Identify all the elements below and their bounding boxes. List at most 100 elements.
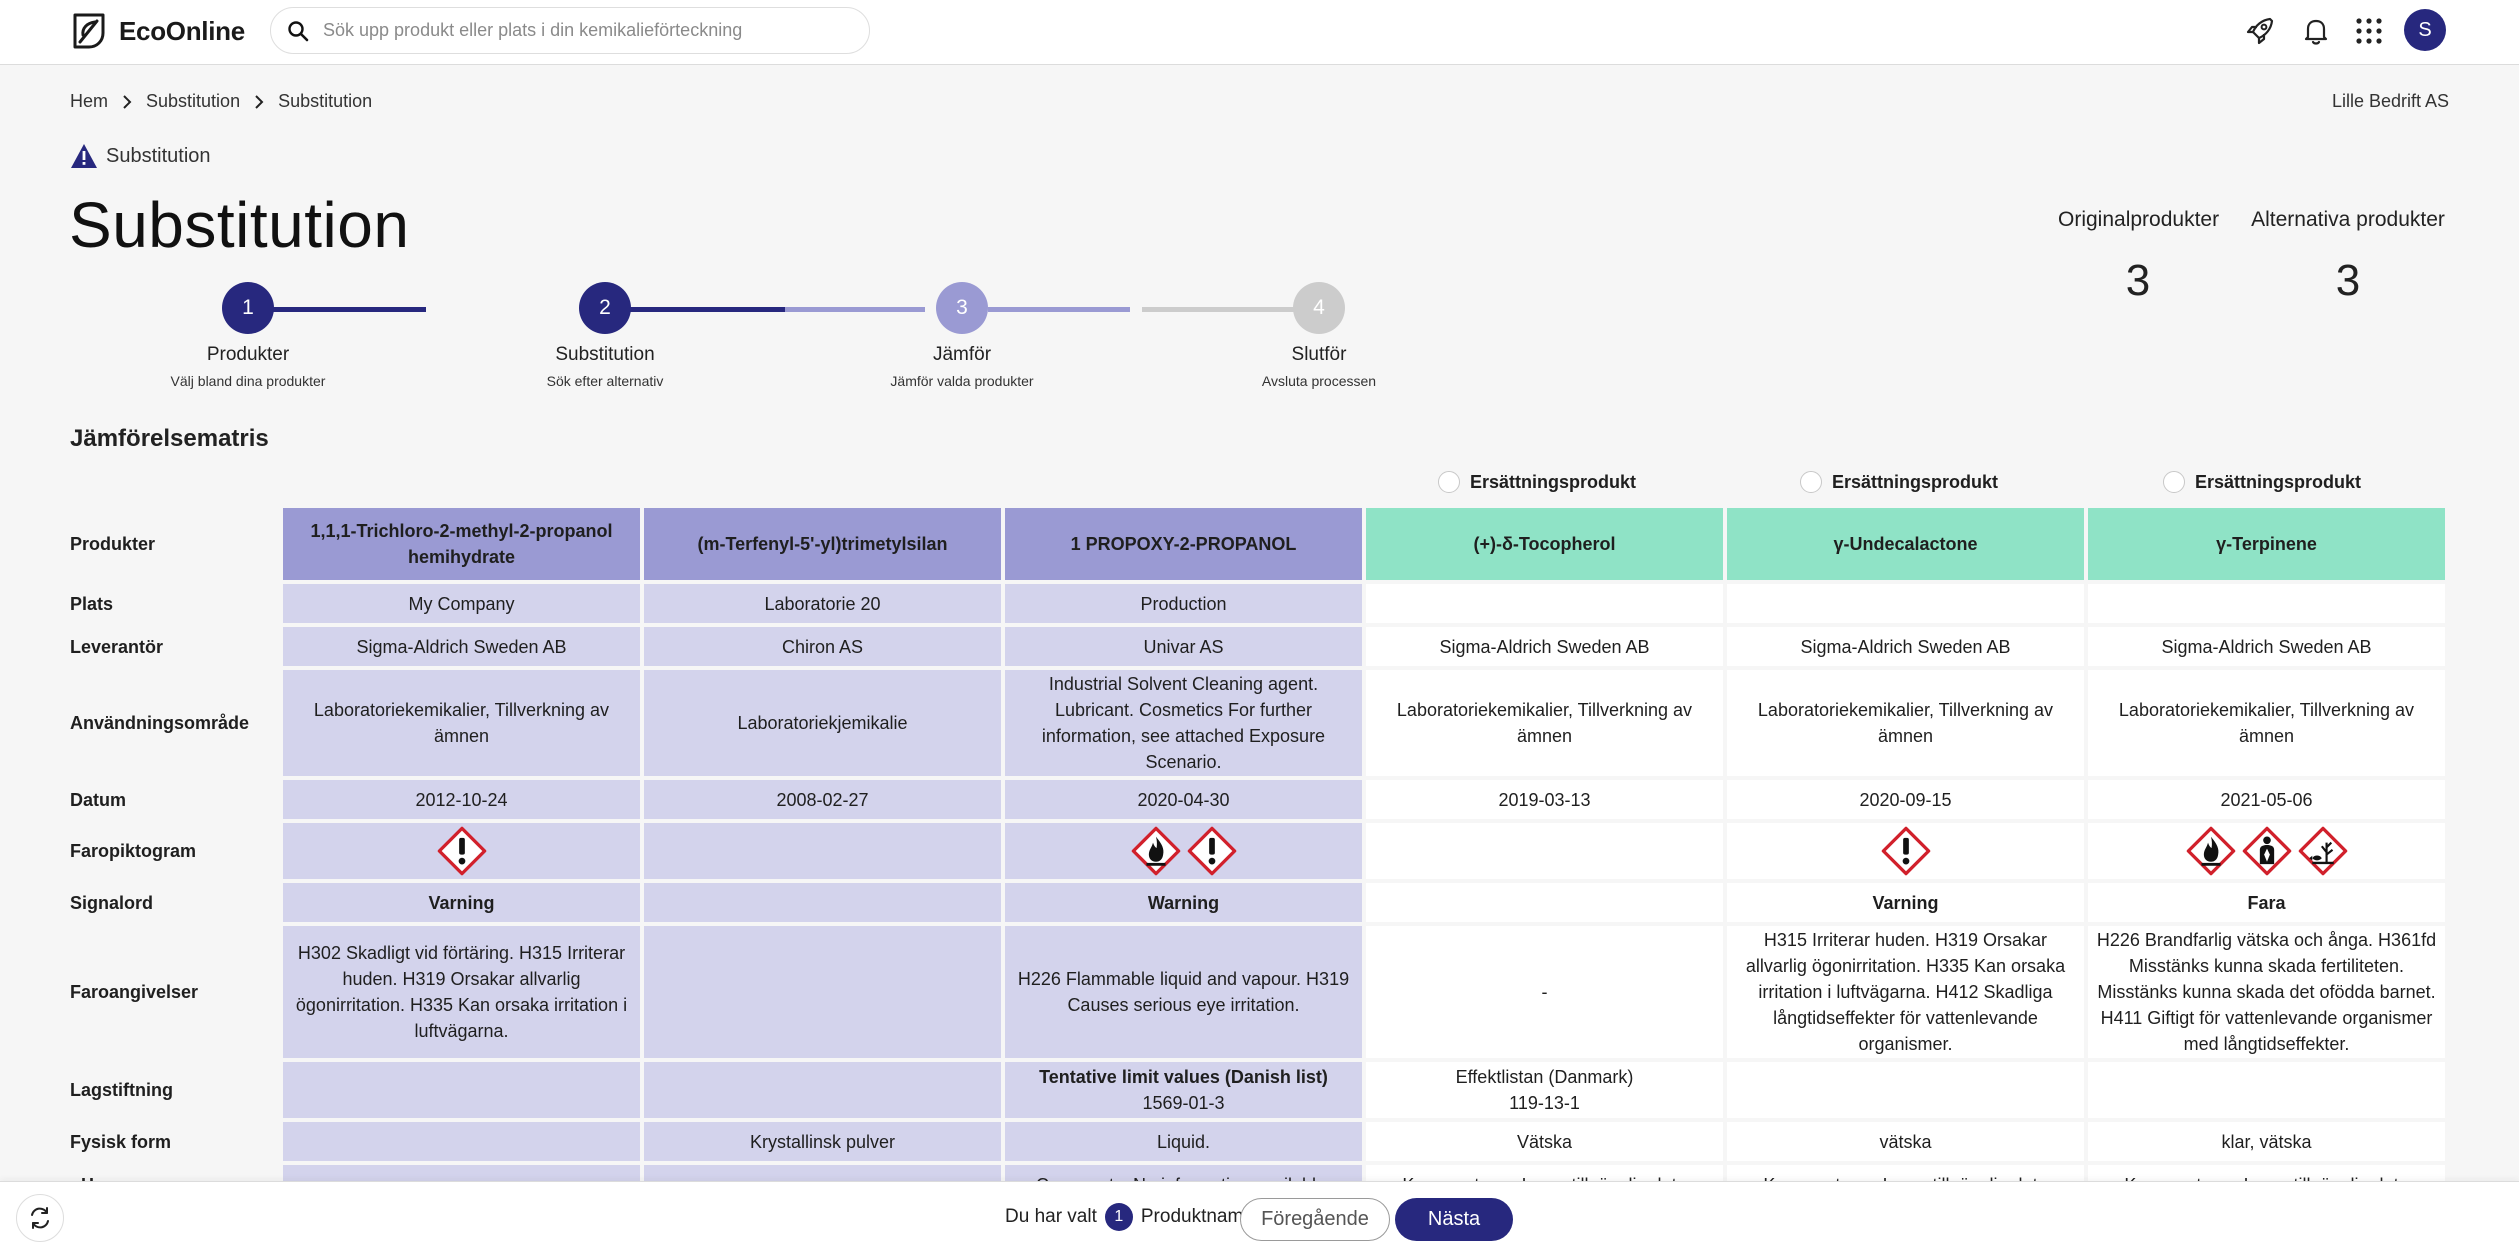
legislation-cell: Effektlistan (Danmark)119-13-1 <box>1366 1062 1723 1118</box>
product-header-cell[interactable]: γ-Terpinene <box>2088 508 2445 580</box>
row-usage: Användningsområde Laboratoriekemikalier,… <box>70 670 2445 776</box>
row-label: Leverantör <box>70 636 164 657</box>
selection-suffix: Produktnamn <box>1140 1206 1254 1227</box>
supplier-cell: Sigma-Aldrich Sweden AB <box>1727 627 2084 666</box>
hazard-statements-cell: H226 Flammable liquid and vapour. H319 C… <box>1005 926 1362 1058</box>
location-cell <box>1366 584 1723 623</box>
row-products: Produkter 1,1,1-Trichloro-2-methyl-2-pro… <box>70 508 2445 580</box>
step-number: 3 <box>936 282 988 334</box>
step-products[interactable]: 1 Produkter Välj bland dina produkter <box>128 282 368 389</box>
breadcrumb-home[interactable]: Hem <box>70 91 109 111</box>
product-header-cell[interactable]: γ-Undecalactone <box>1727 508 2084 580</box>
radio-button[interactable] <box>1438 471 1460 493</box>
supplier-cell: Sigma-Aldrich Sweden AB <box>2088 627 2445 666</box>
supplier-cell: Chiron AS <box>644 627 1001 666</box>
app-logo[interactable]: EcoOnline <box>69 11 245 51</box>
radio-label: Ersättningsprodukt <box>2195 471 2362 492</box>
row-label: Plats <box>70 593 114 614</box>
pictogram-cell <box>283 823 640 879</box>
row-label: Datum <box>70 789 127 810</box>
usage-cell: Laboratoriekemikalier, Tillverkning av ä… <box>283 670 640 776</box>
rocket-icon[interactable] <box>2243 14 2277 48</box>
selection-count-badge: 1 <box>1104 1203 1133 1231</box>
supplier-cell: Sigma-Aldrich Sweden AB <box>283 627 640 666</box>
replacement-radio-1[interactable]: Ersättningsprodukt <box>1438 471 1636 493</box>
progress-stepper: 1 Produkter Välj bland dina produkter 2 … <box>0 282 1500 392</box>
user-avatar[interactable]: S <box>2404 9 2446 51</box>
supplier-cell: Univar AS <box>1005 627 1362 666</box>
environment-pictogram-icon <box>2298 826 2347 876</box>
location-cell <box>1727 584 2084 623</box>
flame-pictogram-icon <box>1131 826 1180 876</box>
product-header-cell[interactable]: 1,1,1-Trichloro-2-methyl-2-propanol hemi… <box>283 508 640 580</box>
hazard-statements-cell: H226 Brandfarlig vätska och ånga. H361fd… <box>2088 926 2445 1058</box>
step-substitution[interactable]: 2 Substitution Sök efter alternativ <box>485 282 725 389</box>
app-name: EcoOnline <box>119 15 245 46</box>
step-compare[interactable]: 3 Jämför Jämför valda produkter <box>842 282 1082 389</box>
physical-form-cell: Vätska <box>1366 1122 1723 1161</box>
exclamation-pictogram-icon <box>1187 826 1236 876</box>
hazard-statements-cell: - <box>1366 926 1723 1058</box>
date-cell: 2020-04-30 <box>1005 780 1362 819</box>
date-cell: 2019-03-13 <box>1366 780 1723 819</box>
row-label: Produkter <box>70 534 156 554</box>
radio-button[interactable] <box>2163 471 2185 493</box>
alternative-products-count: Alternativa produkter 3 <box>2248 208 2448 306</box>
step-connector <box>988 307 1130 312</box>
pictogram-cell <box>1005 823 1362 879</box>
date-cell: 2021-05-06 <box>2088 780 2445 819</box>
step-description: Sök efter alternativ <box>546 373 664 389</box>
row-physical-form: Fysisk form Krystallinsk pulver Liquid. … <box>70 1122 2445 1161</box>
step-label: Slutför <box>1291 344 1347 365</box>
previous-button[interactable]: Föregående <box>1240 1198 1390 1241</box>
row-location: Plats My Company Laboratorie 20 Producti… <box>70 584 2445 623</box>
legislation-title: Effektlistan (Danmark) <box>1455 1067 1634 1087</box>
step-finish[interactable]: 4 Slutför Avsluta processen <box>1199 282 1439 389</box>
product-header-cell[interactable]: (+)-δ-Tocopherol <box>1366 508 1723 580</box>
product-header-cell[interactable]: 1 PROPOXY-2-PROPANOL <box>1005 508 1362 580</box>
step-connector <box>785 307 925 312</box>
apps-grid-icon[interactable] <box>2352 14 2386 48</box>
step-connector <box>248 307 426 312</box>
refresh-icon <box>31 1207 49 1229</box>
step-label: Substitution <box>555 344 655 365</box>
step-connector <box>630 307 785 312</box>
usage-cell: Laboratoriekemikalier, Tillverkning av ä… <box>2088 670 2445 776</box>
bell-icon[interactable] <box>2299 14 2333 48</box>
search-input[interactable] <box>323 20 863 41</box>
signal-word-cell: Fara <box>2088 883 2445 922</box>
legislation-cell <box>1727 1062 2084 1118</box>
date-cell: 2012-10-24 <box>283 780 640 819</box>
replacement-radio-2[interactable]: Ersättningsprodukt <box>1800 471 1998 493</box>
original-products-value: 3 <box>2125 256 2151 305</box>
original-products-count: Originalprodukter 3 <box>2058 208 2219 306</box>
signal-word-cell <box>1366 883 1723 922</box>
step-number: 2 <box>579 282 631 334</box>
location-cell: My Company <box>283 584 640 623</box>
supplier-cell: Sigma-Aldrich Sweden AB <box>1366 627 1723 666</box>
page-title: Substitution <box>69 189 410 261</box>
breadcrumb-substitution[interactable]: Substitution <box>146 91 241 111</box>
location-cell: Laboratorie 20 <box>644 584 1001 623</box>
alternative-products-value: 3 <box>2335 256 2361 305</box>
row-signal-word: Signalord Varning Warning Varning Fara <box>70 883 2445 922</box>
product-header-cell[interactable]: (m-Terfenyl-5'-yl)trimetylsilan <box>644 508 1001 580</box>
step-label: Jämför <box>932 344 992 365</box>
signal-word-cell <box>644 883 1001 922</box>
hazard-statements-cell: H302 Skadligt vid förtäring. H315 Irrite… <box>283 926 640 1058</box>
search-bar[interactable] <box>270 7 870 54</box>
next-button[interactable]: Nästa <box>1395 1198 1513 1241</box>
usage-cell: Laboratoriekemikalier, Tillverkning av ä… <box>1366 670 1723 776</box>
signal-word-cell: Warning <box>1005 883 1362 922</box>
hazard-statements-cell: H315 Irriterar huden. H319 Orsakar allva… <box>1727 926 2084 1058</box>
pictogram-cell <box>1727 823 2084 879</box>
location-cell <box>2088 584 2445 623</box>
location-cell: Production <box>1005 584 1362 623</box>
row-label: Lagstiftning <box>70 1080 173 1100</box>
search-icon <box>288 20 309 41</box>
row-legislation: Lagstiftning Tentative limit values (Dan… <box>70 1062 2445 1118</box>
physical-form-cell: klar, vätska <box>2088 1122 2445 1161</box>
radio-button[interactable] <box>1800 471 1822 493</box>
replacement-radio-3[interactable]: Ersättningsprodukt <box>2163 471 2361 493</box>
refresh-button[interactable] <box>16 1194 64 1242</box>
